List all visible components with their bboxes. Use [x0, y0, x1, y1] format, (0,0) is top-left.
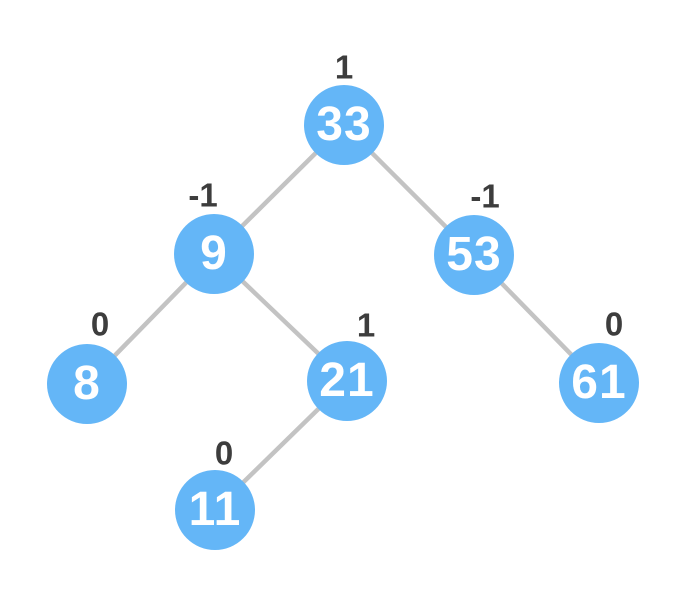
tree-node-33: 33: [304, 85, 384, 165]
tree-node-9: 9: [174, 214, 254, 294]
tree-node-11: 11: [175, 470, 255, 550]
node-value-53: 53: [446, 228, 502, 281]
tree-node-61: 61: [559, 343, 639, 423]
tree-node-53: 53: [434, 215, 514, 295]
balance-factor-11: 0: [214, 434, 234, 472]
balance-factor-8: 0: [90, 305, 110, 343]
node-value-9: 9: [200, 227, 228, 280]
balance-factor-9: -1: [188, 176, 218, 214]
balance-factor-33: 1: [334, 48, 354, 86]
node-value-61: 61: [571, 356, 627, 409]
tree-node-21: 21: [307, 341, 387, 421]
balance-factor-21: 1: [356, 306, 376, 344]
node-value-33: 33: [316, 98, 372, 151]
balance-factor-53: -1: [470, 177, 500, 215]
node-value-8: 8: [73, 357, 101, 410]
node-value-11: 11: [188, 483, 242, 536]
node-value-21: 21: [319, 354, 375, 407]
tree-node-8: 8: [47, 344, 127, 424]
balance-factor-61: 0: [604, 305, 624, 343]
